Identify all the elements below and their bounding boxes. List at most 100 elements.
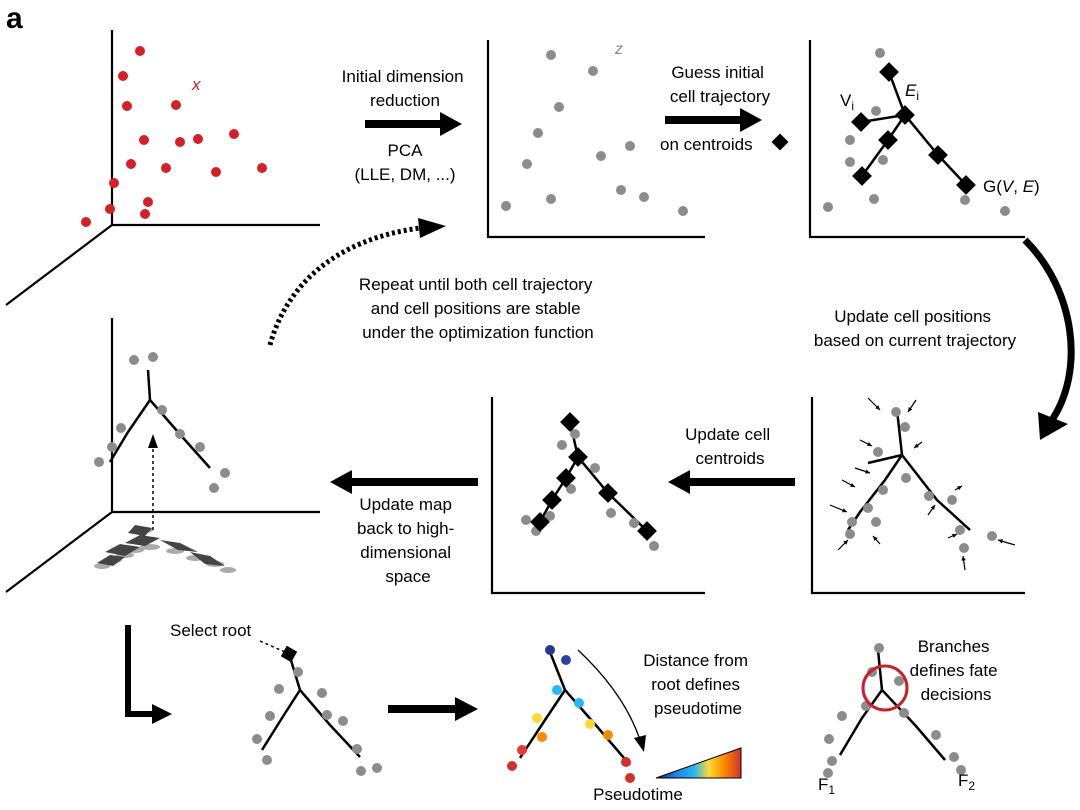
cell-dot [126, 159, 136, 169]
on-centroids-label: on centroids [660, 135, 753, 154]
reduced-cells [501, 50, 688, 216]
update-map-label: Update map back to high- dimensional spa… [357, 495, 459, 586]
centroid-diamond [542, 490, 562, 510]
cells [521, 429, 659, 551]
cell-dot [211, 167, 221, 177]
cells [94, 352, 230, 493]
cell-dot [871, 106, 881, 116]
cell-dot [522, 159, 532, 169]
cell-dot [557, 440, 567, 450]
cell-dot [625, 773, 635, 783]
cell-dot [161, 163, 171, 173]
cell-dot [139, 135, 149, 145]
step-initial-reduction: Initial dimension reduction PCA (LLE, DM… [342, 67, 469, 184]
update-map-line-1: Update map [359, 495, 452, 514]
map-back-panel [5, 318, 320, 593]
cell-dot [109, 178, 119, 188]
distance-root-line-2: root defines [651, 675, 740, 694]
cell-dot [135, 46, 145, 56]
distance-arrow-icon [577, 649, 646, 752]
centroid-diamond-icon [771, 133, 789, 151]
cell-dot [959, 543, 969, 553]
initial-reduction-label: Initial dimension reduction [342, 67, 469, 110]
cell-dot [596, 151, 606, 161]
pseudotime-cells [507, 645, 635, 783]
cell-dot [501, 201, 511, 211]
cell-dot [616, 185, 626, 195]
branches-line-2: defines fate [910, 661, 998, 680]
cell-dot [193, 134, 203, 144]
cell-dot [274, 684, 284, 694]
update-map-line-4: space [385, 567, 430, 586]
pca-label: PCA [388, 141, 424, 160]
cell-dot [625, 141, 635, 151]
centroid-diamond [556, 468, 576, 488]
vertex-label: Vi [840, 91, 854, 113]
cell-dot [847, 517, 857, 527]
cell-dot [869, 194, 879, 204]
cell-dot [356, 766, 366, 776]
move-arrow-head [961, 556, 966, 561]
cell-dot [81, 217, 91, 227]
branches-line-1: Branches [918, 637, 990, 656]
update-positions-line-1: Update cell positions [834, 307, 991, 326]
lift-arrow-icon [148, 434, 158, 530]
cell-dot [874, 643, 884, 653]
cell-dot [545, 645, 555, 655]
move-arrow-head [850, 482, 855, 487]
cell-dot [863, 503, 873, 513]
move-arrow-head [875, 405, 880, 410]
select-root-label: Select root [170, 621, 252, 640]
move-arrow-head [908, 407, 913, 412]
pca-alternatives-label: (LLE, DM, ...) [354, 165, 455, 184]
distance-root-label: Distance from root defines pseudotime [643, 651, 753, 718]
cell-dot [118, 71, 128, 81]
cell-dot [220, 468, 230, 478]
cell-dot [521, 515, 531, 525]
cell-dot [554, 102, 564, 112]
pseudotime-label: Pseudotime [593, 785, 683, 804]
cell-dot [871, 517, 881, 527]
initial-reduction-line-2: reduction [370, 91, 440, 110]
cell-dot [507, 761, 517, 771]
repeat-line-3: under the optimization function [362, 323, 594, 342]
root-diamond-icon [280, 645, 298, 663]
cell-dot [649, 541, 659, 551]
arrow-right-icon [365, 112, 462, 136]
move-arrow-head [843, 540, 848, 545]
step-update-map: Update map back to high- dimensional spa… [330, 470, 478, 586]
update-centroids-panel [490, 397, 705, 595]
cell-dot [532, 713, 542, 723]
l-arrow-icon [125, 625, 172, 724]
cell-dot [987, 531, 997, 541]
cell-dot [824, 734, 834, 744]
cell-dot [546, 194, 556, 204]
cell-dot [875, 48, 885, 58]
cell-dot [209, 483, 219, 493]
cell-dot [552, 685, 562, 695]
centroid-diamond [852, 166, 872, 186]
move-arrow-head [867, 442, 872, 446]
cell-dot [148, 352, 158, 362]
cell-dot [878, 485, 888, 495]
axes-3d [5, 30, 320, 306]
cell-dot [949, 752, 959, 762]
axes-3d [5, 318, 320, 593]
cell-dot [252, 734, 262, 744]
projected-trajectory [94, 525, 236, 573]
edge-label: Ei [905, 81, 919, 103]
high-dim-cells [81, 46, 267, 227]
arrow-right-icon [388, 697, 478, 721]
centroid-diamond [637, 521, 657, 541]
centroid-diamond [598, 483, 618, 503]
cell-dot [585, 719, 595, 729]
cell-dot [960, 195, 970, 205]
cells [252, 667, 382, 776]
cell-dot [845, 157, 855, 167]
move-arrow-head [873, 536, 878, 541]
cell-dot [878, 155, 888, 165]
cell-dot [924, 491, 934, 501]
reduced-space-panel: z [486, 40, 705, 239]
cell-dot [931, 730, 941, 740]
